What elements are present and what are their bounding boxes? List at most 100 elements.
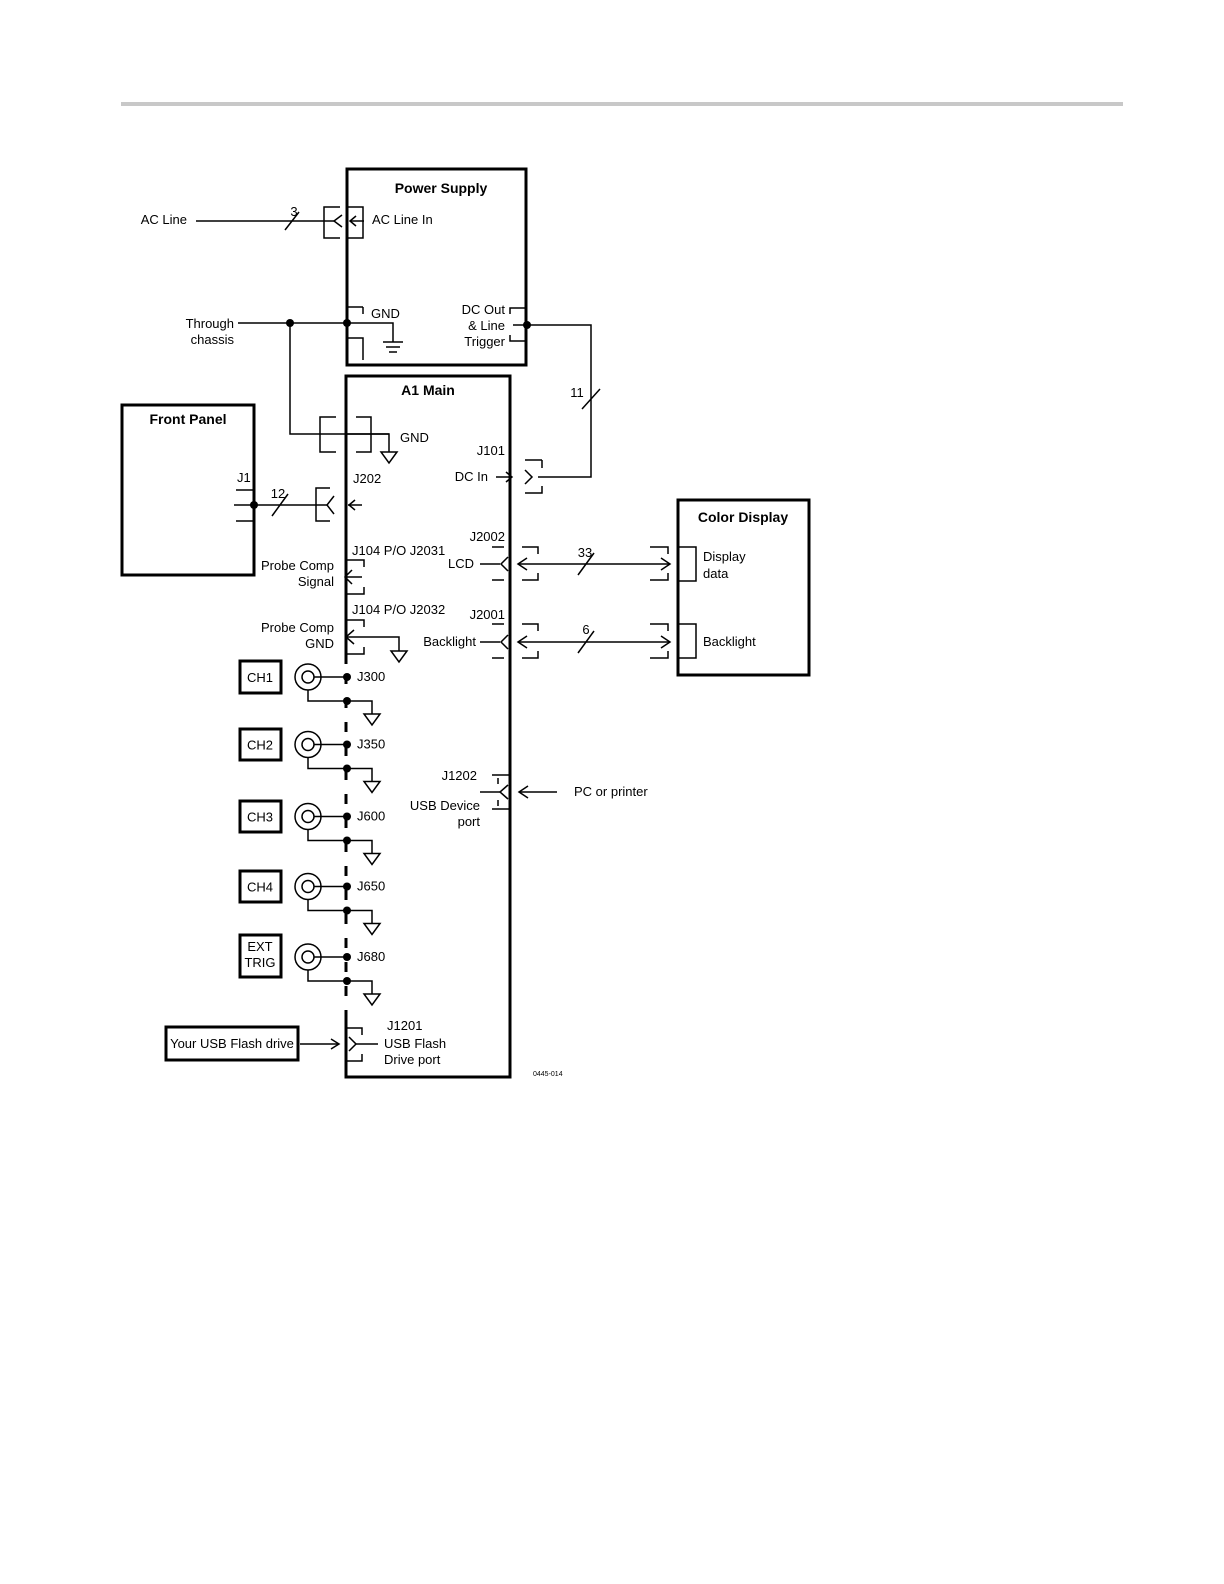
channel-ground-dot <box>343 697 351 705</box>
lcd-bus-count: 33 <box>578 545 592 560</box>
through-chassis-label-2: chassis <box>191 332 235 347</box>
j101-label: J101 <box>477 443 505 458</box>
channel-3: CH3 J600 <box>238 799 385 866</box>
ac-line-in-label: AC Line In <box>372 212 433 227</box>
probe-comp-signal-connector <box>343 559 365 595</box>
figure-id: 0445-014 <box>533 1071 563 1078</box>
a1-main-title: A1 Main <box>401 382 455 398</box>
channel-jack-label: J680 <box>357 949 385 964</box>
j104-gnd-label: J104 P/O J2032 <box>352 602 445 617</box>
channel-jack-label: J300 <box>357 669 385 684</box>
main-backlight-label: Backlight <box>423 634 476 649</box>
channel-ground-wire <box>307 757 373 782</box>
color-display-block: Color Display Display data Backlight <box>650 498 811 677</box>
power-supply-block: Power Supply AC Line In GND DC Out & Lin… <box>345 167 528 367</box>
dc-bus-wire <box>527 324 592 478</box>
ac-line-label: AC Line <box>141 212 187 227</box>
lcd-bus-arrow-right <box>660 557 672 571</box>
front-panel-bus-slash <box>271 493 289 517</box>
channel-ground-dot <box>343 836 351 845</box>
through-chassis-label-1: Through <box>186 316 234 331</box>
channel-jack-label: J350 <box>357 737 385 752</box>
display-backlight-label: Backlight <box>703 634 756 649</box>
usb-flash-port-label-1: USB Flash <box>384 1036 446 1051</box>
channel-ground-wire <box>307 829 373 854</box>
ps-gnd-connector <box>346 306 364 364</box>
ac-line-count: 3 <box>290 204 297 219</box>
channel-signal-dot <box>343 882 351 891</box>
main-gnd-connector <box>319 416 389 453</box>
channel-label-box <box>238 869 283 904</box>
ground-icon <box>362 852 382 866</box>
bnc-center-icon <box>301 737 315 752</box>
usb-flash-arrow-head <box>330 1038 341 1050</box>
backlight-bus-arrow-right <box>660 635 672 649</box>
front-panel-count: 12 <box>271 486 285 501</box>
ground-icon <box>362 713 382 727</box>
channel-jack-label: J600 <box>357 809 385 824</box>
usb-flash-port-label-2: Drive port <box>384 1052 441 1067</box>
j1202-label: J1202 <box>442 768 477 783</box>
bnc-center-icon <box>301 950 315 964</box>
channel-label: TRIG <box>244 955 275 970</box>
probe-comp-gnd-connector <box>344 619 409 664</box>
display-data-label-2: data <box>703 566 729 581</box>
bnc-center-icon <box>301 879 315 894</box>
ps-ground-icon <box>347 322 403 353</box>
probe-gnd-label-1: Probe Comp <box>261 620 334 635</box>
j202-label: J202 <box>353 471 381 486</box>
channel-ground-dot <box>343 906 351 915</box>
probe-signal-label-2: Signal <box>298 574 334 589</box>
ac-line-slash <box>284 211 300 231</box>
channel-label: CH2 <box>247 738 273 753</box>
dc-out-label-2: & Line <box>468 318 505 333</box>
usb-device-label-1: USB Device <box>410 798 480 813</box>
usb-flash-drive-box: Your USB Flash drive <box>164 1025 300 1062</box>
channel-label-box <box>238 727 283 762</box>
channel-label: CH3 <box>247 810 273 825</box>
ground-icon <box>362 993 382 1007</box>
usb-flash-drive-label: Your USB Flash drive <box>170 1036 294 1051</box>
bnc-center-icon <box>301 809 315 824</box>
channel-label-box <box>238 659 283 695</box>
main-ground-icon <box>379 451 399 465</box>
channel-signal-dot <box>343 673 351 681</box>
channel-ground-wire <box>307 899 373 924</box>
front-panel-title: Front Panel <box>149 411 226 427</box>
channel-signal-dot <box>343 953 351 961</box>
channel-2: CH2 J350 <box>238 727 385 794</box>
j2001-label: J2001 <box>470 607 505 622</box>
j1-connector <box>236 489 254 522</box>
j1202-connector <box>480 774 510 810</box>
channel-jack-label: J650 <box>357 879 385 894</box>
channel-signal-dot <box>343 740 351 749</box>
chassis-to-main-gnd-wire <box>289 323 390 452</box>
pc-printer-arrow <box>517 785 529 799</box>
ground-icon <box>362 922 382 936</box>
bnc-center-icon <box>301 670 315 684</box>
dc-bus-count: 11 <box>570 385 584 400</box>
power-supply-title: Power Supply <box>395 180 488 196</box>
probe-gnd-label-2: GND <box>305 636 334 651</box>
j2001-connector <box>480 623 539 659</box>
ps-gnd-label: GND <box>371 306 400 321</box>
dc-out-label-1: DC Out <box>462 302 506 317</box>
channel-ground-dot <box>343 977 351 985</box>
ac-line-connector <box>323 206 364 239</box>
a1-main-block: A1 Main <box>344 374 512 1079</box>
j1-label: J1 <box>237 470 251 485</box>
channel-label-box <box>238 933 283 979</box>
dc-out-label-3: Trigger <box>464 334 505 349</box>
j101-connector <box>496 459 543 494</box>
dc-in-label: DC In <box>455 469 488 484</box>
channel-signal-dot <box>343 812 351 821</box>
lcd-bus-slash <box>577 552 595 576</box>
usb-device-label-2: port <box>458 814 481 829</box>
channel-ground-wire <box>307 690 373 714</box>
front-panel-block: Front Panel J1 <box>120 403 256 577</box>
lcd-bus-arrow-left <box>516 557 528 571</box>
